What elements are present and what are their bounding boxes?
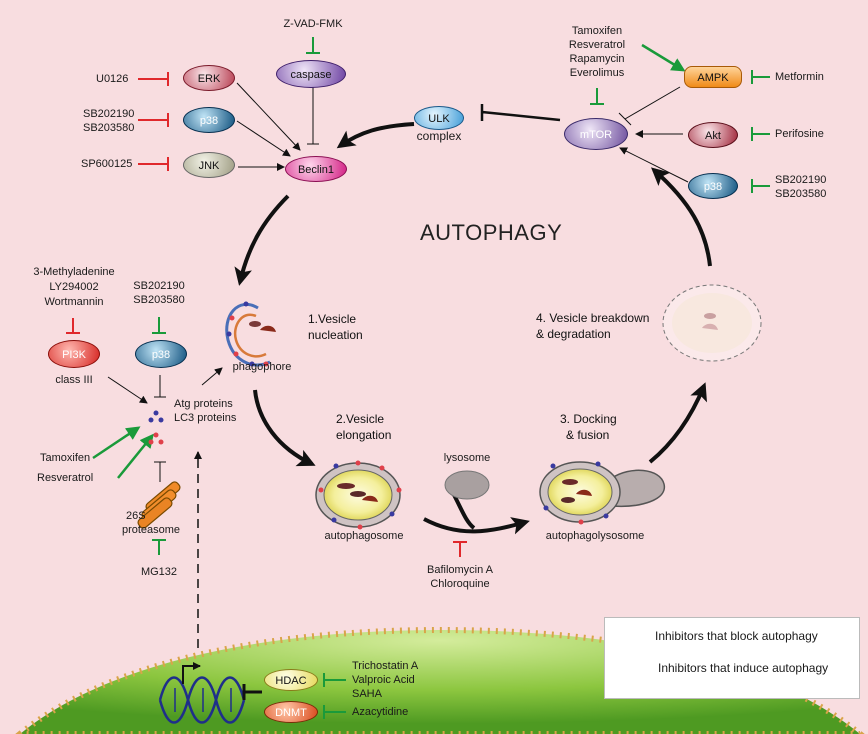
autophagolysosome-label: autophagolysosome xyxy=(545,530,645,542)
p38-node-right: p38 xyxy=(688,173,738,199)
autophagy-cycle-arrows xyxy=(234,122,712,535)
atg-proteins-label: Atg proteins xyxy=(174,398,233,410)
zvad-fmk-label: Z-VAD-FMK xyxy=(283,18,343,30)
ulk-node: ULK xyxy=(414,106,464,130)
autophagosome-label: autophagosome xyxy=(324,530,404,542)
resveratrol-label-left: Resveratrol xyxy=(37,472,94,484)
methyladenine-label: 3-Methyladenine xyxy=(33,266,115,278)
sp600125-label: SP600125 xyxy=(81,158,133,170)
beclin1-node: Beclin1 xyxy=(285,156,347,182)
tamoxifen-label-left: Tamoxifen xyxy=(40,452,91,464)
p38-node-left: p38 xyxy=(135,340,187,368)
step2-line1: 2.Vesicle xyxy=(336,412,385,426)
metformin-label: Metformin xyxy=(775,71,824,83)
u0126-label: U0126 xyxy=(96,73,129,85)
hdac-node: HDAC xyxy=(264,669,318,691)
everolimus-label: Everolimus xyxy=(569,67,625,79)
step4-line2: & degradation xyxy=(536,327,611,341)
step3-line1: 3. Docking xyxy=(560,412,617,426)
pi3k-class-label: class III xyxy=(55,374,93,386)
dna-icon xyxy=(158,676,246,724)
perifosine-label: Perifosine xyxy=(775,128,824,140)
proteasome-icon xyxy=(137,481,181,529)
trichostatin-label: Trichostatin A xyxy=(352,660,419,672)
proteasome-label: proteasome xyxy=(121,524,181,536)
step2-line2: elongation xyxy=(336,428,392,442)
sb202190-label-mid: SB202190 xyxy=(133,280,185,292)
autophagolysosome xyxy=(539,461,665,525)
resveratrol-label-top: Resveratrol xyxy=(568,39,626,51)
induce-inhibitor-marks xyxy=(152,37,770,719)
ulk-complex-label: complex xyxy=(416,129,462,143)
legend-induce-label: Inhibitors that induce autophagy xyxy=(658,661,829,675)
proteasome-26s-label: 26S xyxy=(126,510,146,522)
chloroquine-label: Chloroquine xyxy=(430,578,490,590)
bafilomycin-label: Bafilomycin A xyxy=(426,564,494,576)
sb202190-label-right: SB202190 xyxy=(775,174,827,186)
transcription-arrow xyxy=(182,662,201,684)
caspase-node: caspase xyxy=(276,60,346,88)
legend-box xyxy=(604,617,860,699)
sb202190-label-left: SB202190 xyxy=(83,108,135,120)
azacytidine-label: Azacytidine xyxy=(352,706,409,718)
mg132-label: MG132 xyxy=(140,566,178,578)
jnk-node: JNK xyxy=(183,152,235,178)
step4-line1: 4. Vesicle breakdown xyxy=(536,311,650,325)
tamoxifen-label-top: Tamoxifen xyxy=(571,25,623,37)
autophagosome xyxy=(315,460,402,530)
pi3k-node: PI3K xyxy=(48,340,100,368)
step1-line1: 1.Vesicle xyxy=(308,312,357,326)
block-inhibitor-marks xyxy=(66,72,467,557)
sb203580-label-right: SB203580 xyxy=(775,188,827,200)
epigenetic-block-line xyxy=(242,684,262,700)
ampk-node: AMPK xyxy=(684,66,742,88)
dnmt-node: DNMT xyxy=(264,701,318,723)
akt-node: Akt xyxy=(688,122,738,148)
sb203580-label-left: SB203580 xyxy=(83,122,135,134)
phagophore-label: phagophore xyxy=(232,361,292,373)
lysosome-label: lysosome xyxy=(443,452,491,464)
atg-lc3-dots xyxy=(148,410,164,445)
legend-block-label: Inhibitors that block autophagy xyxy=(655,629,818,643)
lc3-proteins-label: LC3 proteins xyxy=(174,412,237,424)
rapamycin-label: Rapamycin xyxy=(569,53,625,65)
phagophore xyxy=(225,301,276,367)
degraded-vesicle xyxy=(662,284,762,362)
wortmannin-label: Wortmannin xyxy=(44,296,104,308)
p38-node-upper: p38 xyxy=(183,107,235,133)
diagram-title: AUTOPHAGY xyxy=(420,220,563,245)
valproic-label: Valproic Acid xyxy=(352,674,415,686)
erk-node: ERK xyxy=(183,65,235,91)
saha-label: SAHA xyxy=(352,688,382,700)
lysosome xyxy=(444,470,490,500)
sb203580-label-mid: SB203580 xyxy=(133,294,185,306)
step1-line2: nucleation xyxy=(308,328,363,342)
ly294002-label: LY294002 xyxy=(49,281,99,293)
step3-line2: & fusion xyxy=(566,428,610,442)
mtor-node: mTOR xyxy=(564,118,628,150)
